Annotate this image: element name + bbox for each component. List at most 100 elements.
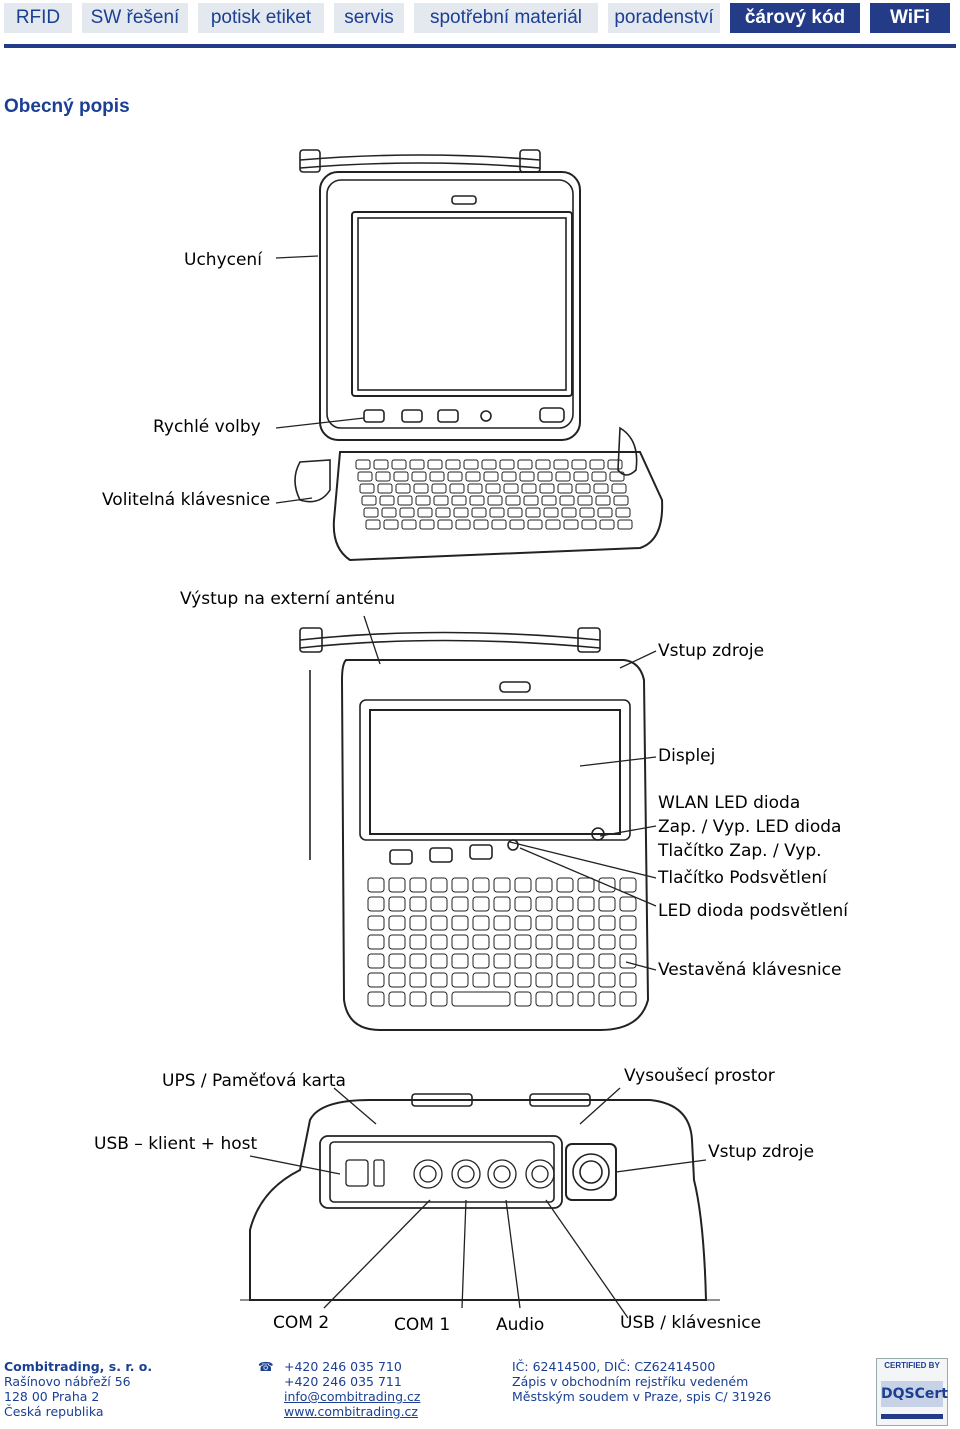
tab-rfid[interactable]: RFID [4, 3, 72, 33]
keyboard-key [521, 483, 537, 494]
tab-servis[interactable]: servis [334, 3, 404, 33]
footer-country: Česká republika [4, 1404, 104, 1419]
page-title: Obecný popis [4, 96, 130, 117]
label-led-podsvetleni: LED dioda podsvětlení [658, 901, 848, 921]
keyboard-key [535, 459, 551, 470]
keyboard-key [465, 471, 481, 482]
keyboard-key [615, 507, 631, 518]
keyboard-key [485, 483, 501, 494]
round-port [451, 1159, 481, 1189]
keyboard-key [481, 459, 497, 470]
tab-carovy-kod[interactable]: čárový kód [730, 3, 860, 33]
keyboard-key [613, 495, 629, 506]
keyboard-key [409, 877, 427, 893]
round-port [487, 1159, 517, 1189]
label-usb-klient-host: USB – klient + host [94, 1134, 258, 1154]
keyboard-key [577, 953, 595, 969]
keyboard-key [451, 915, 469, 931]
tab-potisk-etiket[interactable]: potisk etiket [198, 3, 324, 33]
keyboard-key [598, 991, 616, 1007]
keyboard-key [367, 896, 385, 912]
keyboard-key [445, 459, 461, 470]
cert-title: CERTIFIED BY [884, 1361, 940, 1370]
keyboard-key [556, 972, 574, 988]
keyboard-key [472, 877, 490, 893]
keyboard-key [430, 972, 448, 988]
footer-phone1: +420 246 035 710 [284, 1359, 402, 1374]
keyboard-key [545, 519, 561, 530]
label-rychle-volby: Rychlé volby [153, 417, 261, 437]
keyboard-key [409, 934, 427, 950]
keyboard-key [367, 972, 385, 988]
label-uchyceni: Uchycení [184, 250, 262, 270]
keyboard-key [357, 471, 373, 482]
footer-city: 128 00 Praha 2 [4, 1389, 100, 1404]
keyboard-key [429, 471, 445, 482]
keyboard-key [571, 459, 587, 470]
keyboard-key [514, 915, 532, 931]
label-displej: Displej [658, 746, 716, 766]
label-tlacitko-zap-vyp: Tlačítko Zap. / Vyp. [658, 841, 822, 861]
keyboard-key [598, 934, 616, 950]
keyboard-key [489, 507, 505, 518]
keyboard-key [471, 507, 487, 518]
keyboard-key [577, 896, 595, 912]
keyboard-key [577, 991, 595, 1007]
keyboard-key [472, 953, 490, 969]
footer-register2: Městským soudem v Praze, spis C/ 31926 [512, 1389, 772, 1404]
label-vystup-antena: Výstup na externí anténu [180, 589, 396, 609]
tab-poradenstvi[interactable]: poradenství [608, 3, 720, 33]
keyboard-key [514, 934, 532, 950]
label-vysouseci-prostor: Vysoušecí prostor [624, 1066, 775, 1086]
keyboard-key [367, 991, 385, 1007]
keyboard-key [514, 991, 532, 1007]
keyboard-key [430, 896, 448, 912]
keyboard-key [493, 953, 511, 969]
tab-sw-reseni[interactable]: SW řešení [82, 3, 188, 33]
keyboard-key [383, 519, 399, 530]
keyboard-key [409, 459, 425, 470]
keyboard-key [556, 896, 574, 912]
footer-contact: +420 246 035 710 +420 246 035 711 info@c… [284, 1359, 420, 1419]
usb-port [373, 1159, 385, 1187]
label-zap-vyp-led: Zap. / Vyp. LED dioda [658, 817, 842, 837]
keyboard-key [537, 471, 553, 482]
keyboard-key [598, 896, 616, 912]
footer-registration: IČ: 62414500, DIČ: CZ62414500 Zápis v ob… [512, 1359, 771, 1404]
tab-wifi[interactable]: WiFi [870, 3, 950, 33]
device-front-built-in-keyboard [299, 627, 650, 1031]
keyboard-key [447, 471, 463, 482]
footer-register1: Zápis v obchodním rejstříku vedeném [512, 1374, 749, 1389]
keyboard-key [589, 459, 605, 470]
keyboard-key [375, 471, 391, 482]
keyboard-key [577, 972, 595, 988]
tab-spotrebni-material[interactable]: spotřební materiál [414, 3, 598, 33]
footer-address: Combitrading, s. r. o. Rašínovo nábřeží … [4, 1359, 152, 1419]
keyboard-key [417, 507, 433, 518]
round-port [457, 1165, 475, 1183]
footer-web-link[interactable]: www.combitrading.cz [284, 1404, 418, 1419]
keyboard-key [591, 471, 607, 482]
keyboard-key [451, 877, 469, 893]
keyboard-key [397, 495, 413, 506]
keyboard-key [419, 519, 435, 530]
keyboard-key [469, 495, 485, 506]
keyboard-key [381, 507, 397, 518]
keyboard-key [431, 483, 447, 494]
keyboard-key [501, 471, 517, 482]
keyboard-key [523, 495, 539, 506]
keyboard-key [401, 519, 417, 530]
keyboard-key [493, 896, 511, 912]
keyboard-key [467, 483, 483, 494]
keyboard-key [449, 483, 465, 494]
label-com2: COM 2 [273, 1313, 330, 1333]
keyboard-key [553, 459, 569, 470]
keyboard-key [607, 459, 623, 470]
keyboard-key [388, 896, 406, 912]
keyboard-key [509, 519, 525, 530]
footer-email-link[interactable]: info@combitrading.cz [284, 1389, 421, 1404]
keyboard-key [430, 915, 448, 931]
keyboard-key [535, 896, 553, 912]
keyboard-key [577, 934, 595, 950]
built-in-keyboard-keys [367, 877, 637, 1007]
